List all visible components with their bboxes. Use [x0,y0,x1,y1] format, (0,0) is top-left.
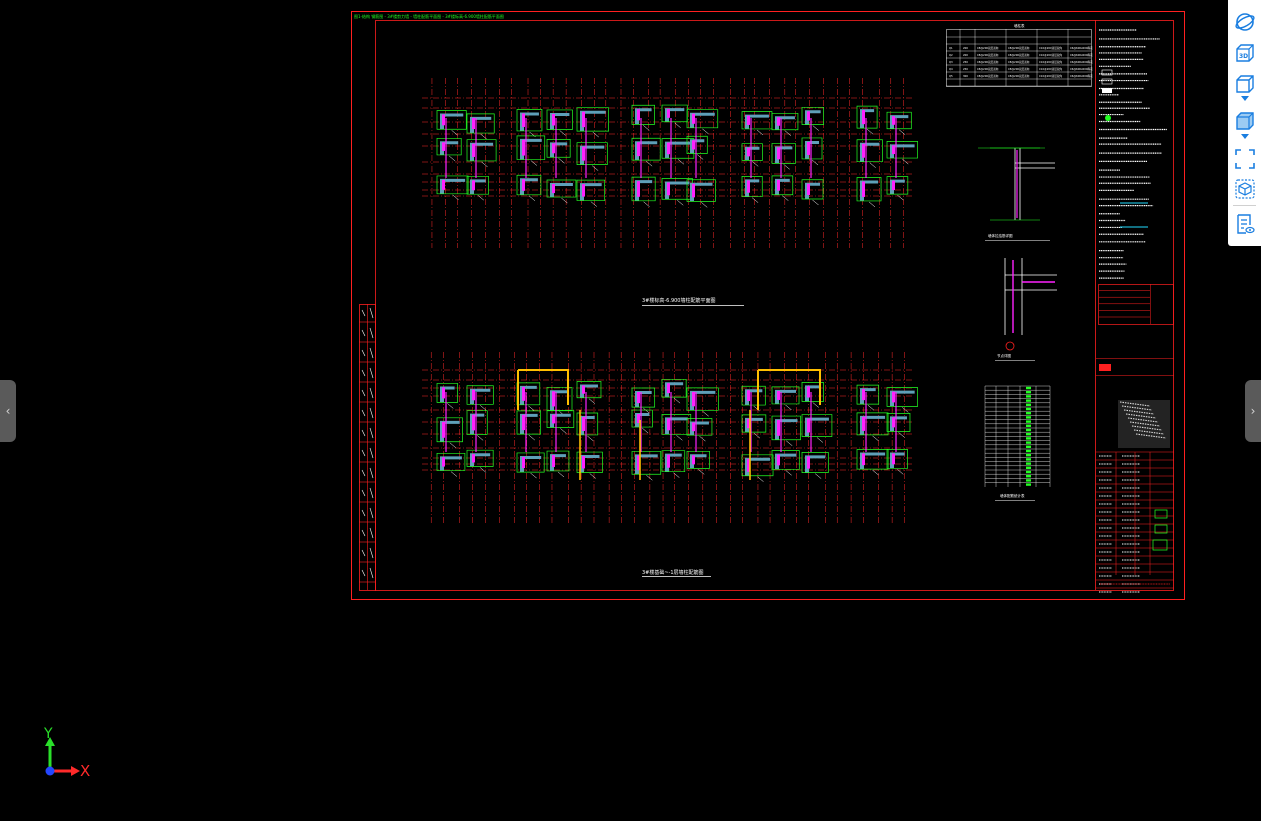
cube-outline-icon [1235,74,1254,93]
sheet-inner-frame [375,20,1174,591]
plan-bottom [422,352,919,525]
axis-y-label: Y [44,726,53,742]
svg-text:300: 300 [963,74,968,78]
caret-down-icon [1240,96,1249,101]
plan-top [422,78,918,248]
binding-strip [359,304,376,591]
orbit-button[interactable] [1232,9,1257,34]
model-box-icon [1234,178,1255,199]
ucs-axis-icon [45,737,80,776]
svg-text:Q1: Q1 [949,46,953,50]
toolbar-divider [1233,205,1256,206]
svg-text:C8@200双层双向: C8@200双层双向 [977,60,999,64]
general-notes [1095,20,1168,590]
svg-text:C6@600x600梅花: C6@600x600梅花 [1070,60,1093,64]
svg-text:C8@200双层双向: C8@200双层双向 [1008,67,1030,71]
svg-text:C6@600x600梅花: C6@600x600梅花 [1070,67,1093,71]
plan-bottom-title: 3#楼基础~-1层墙柱配筋图 [642,569,704,576]
svg-text:C10@200双层双向: C10@200双层双向 [1039,53,1062,57]
svg-text:C6@600x600梅花: C6@600x600梅花 [1070,53,1093,57]
svg-text:250: 250 [963,60,968,64]
detail-2-title: 节点详图 [997,353,1011,358]
svg-text:200: 200 [963,53,968,57]
title-block [1096,284,1174,593]
orbit-icon [1234,12,1255,31]
svg-text:墙柱表: 墙柱表 [1014,23,1025,28]
svg-text:C8@200双层双向: C8@200双层双向 [1008,60,1030,64]
svg-text:C8@200双层双向: C8@200双层双向 [977,53,999,57]
chevron-right-icon: › [1250,404,1256,418]
view-cube-dropdown[interactable] [1228,96,1261,104]
view-toolbar: 3D [1228,0,1261,246]
svg-text:C10@200双层双向: C10@200双层双向 [1039,74,1062,78]
svg-text:C10@200双层双向: C10@200双层双向 [1039,46,1062,50]
cube-solid-icon [1235,111,1254,130]
shaded-view-dropdown[interactable] [1228,134,1261,142]
svg-text:C8@200双层双向: C8@200双层双向 [977,46,999,50]
svg-text:C6@600x600梅花: C6@600x600梅花 [1070,46,1093,50]
svg-text:3D: 3D [1239,53,1248,60]
svg-text:C8@200双层双向: C8@200双层双向 [1008,74,1030,78]
svg-text:C8@200双层双向: C8@200双层双向 [977,67,999,71]
axis-x-label: X [80,762,91,780]
fit-screen-icon [1234,148,1255,169]
next-sheet-button[interactable]: › [1245,380,1261,442]
svg-text:200: 200 [963,46,968,50]
svg-text:Q4: Q4 [949,67,953,71]
previous-sheet-button[interactable]: ‹ [0,380,16,442]
chevron-left-icon: ‹ [5,404,11,418]
svg-text:C8@200双层双向: C8@200双层双向 [977,74,999,78]
view-cube-button[interactable] [1232,71,1257,96]
sheet-header-path: 图1-结构 钢筋图 - 3#楼剪力墙 - 墙柱配筋平面图 - 3#楼标高-6.9… [354,13,504,19]
fit-screen-button[interactable] [1232,146,1257,171]
plan-top-title: 3#楼标高-6.900墙柱配筋平面图 [642,297,716,304]
properties-list-icon [1236,213,1255,234]
properties-button[interactable] [1232,211,1257,236]
detail-table-title: 墙体配筋统计表 [1000,493,1025,498]
caret-down-icon [1240,134,1249,139]
3d-view-icon: 3D [1235,43,1254,62]
detail-1-title: 墙体拉结筋详图 [988,233,1013,238]
svg-text:Q3: Q3 [949,60,953,64]
svg-text:C8@200双层双向: C8@200双层双向 [1008,53,1030,57]
shaded-view-button[interactable] [1232,108,1257,133]
sheet-outer-frame [351,11,1185,600]
section-details [978,147,1057,501]
svg-text:C10@200双层双向: C10@200双层双向 [1039,67,1062,71]
svg-text:250: 250 [963,67,968,71]
svg-text:C8@200双层双向: C8@200双层双向 [1008,46,1030,50]
model-box-button[interactable] [1232,176,1257,201]
svg-text:C6@600x600梅花: C6@600x600梅花 [1070,74,1093,78]
3d-view-button[interactable]: 3D [1232,40,1257,65]
svg-text:Q5: Q5 [949,74,953,78]
svg-text:C10@200双层双向: C10@200双层双向 [1039,60,1062,64]
svg-text:Q2: Q2 [949,53,953,57]
